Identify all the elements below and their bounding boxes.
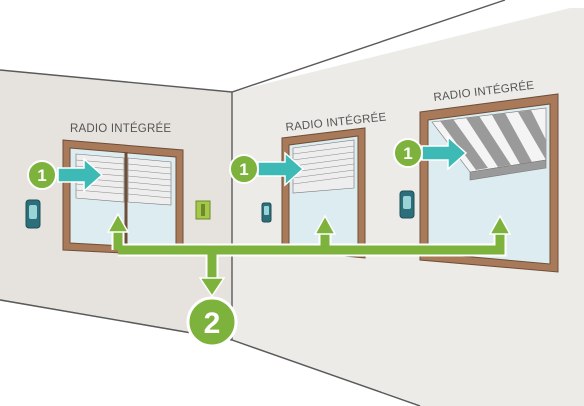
signal-arrow-network	[106, 212, 512, 298]
arrow-right-icon	[57, 157, 104, 193]
step-two-label: 2	[204, 307, 221, 340]
floor-left	[0, 300, 420, 406]
wall-switch-icon	[195, 200, 211, 220]
arrow-up-icon	[313, 214, 337, 235]
arrow-up-icon	[488, 214, 512, 235]
wall-remote-icon	[399, 190, 415, 219]
step-one-label: 1	[403, 144, 412, 163]
arrow-down-icon	[198, 277, 226, 298]
step-one-label: 1	[239, 160, 248, 179]
step-one-badge: 1	[229, 154, 259, 184]
floor-line-top	[0, 299, 421, 406]
roller-shutter-middle	[292, 139, 355, 194]
step-one-badge: 1	[393, 138, 423, 168]
wall-remote-icon	[25, 199, 41, 229]
window-left-label: RADIO INTÉGRÉE	[70, 122, 171, 135]
step-one-label: 1	[37, 166, 46, 185]
arrow-right-icon	[257, 151, 305, 187]
step-two-badge: 2	[186, 296, 238, 348]
step-one-badge: 1	[27, 160, 57, 190]
arrow-up-icon	[106, 212, 130, 233]
arrow-right-icon	[421, 135, 468, 171]
wall-remote-icon	[261, 202, 272, 223]
